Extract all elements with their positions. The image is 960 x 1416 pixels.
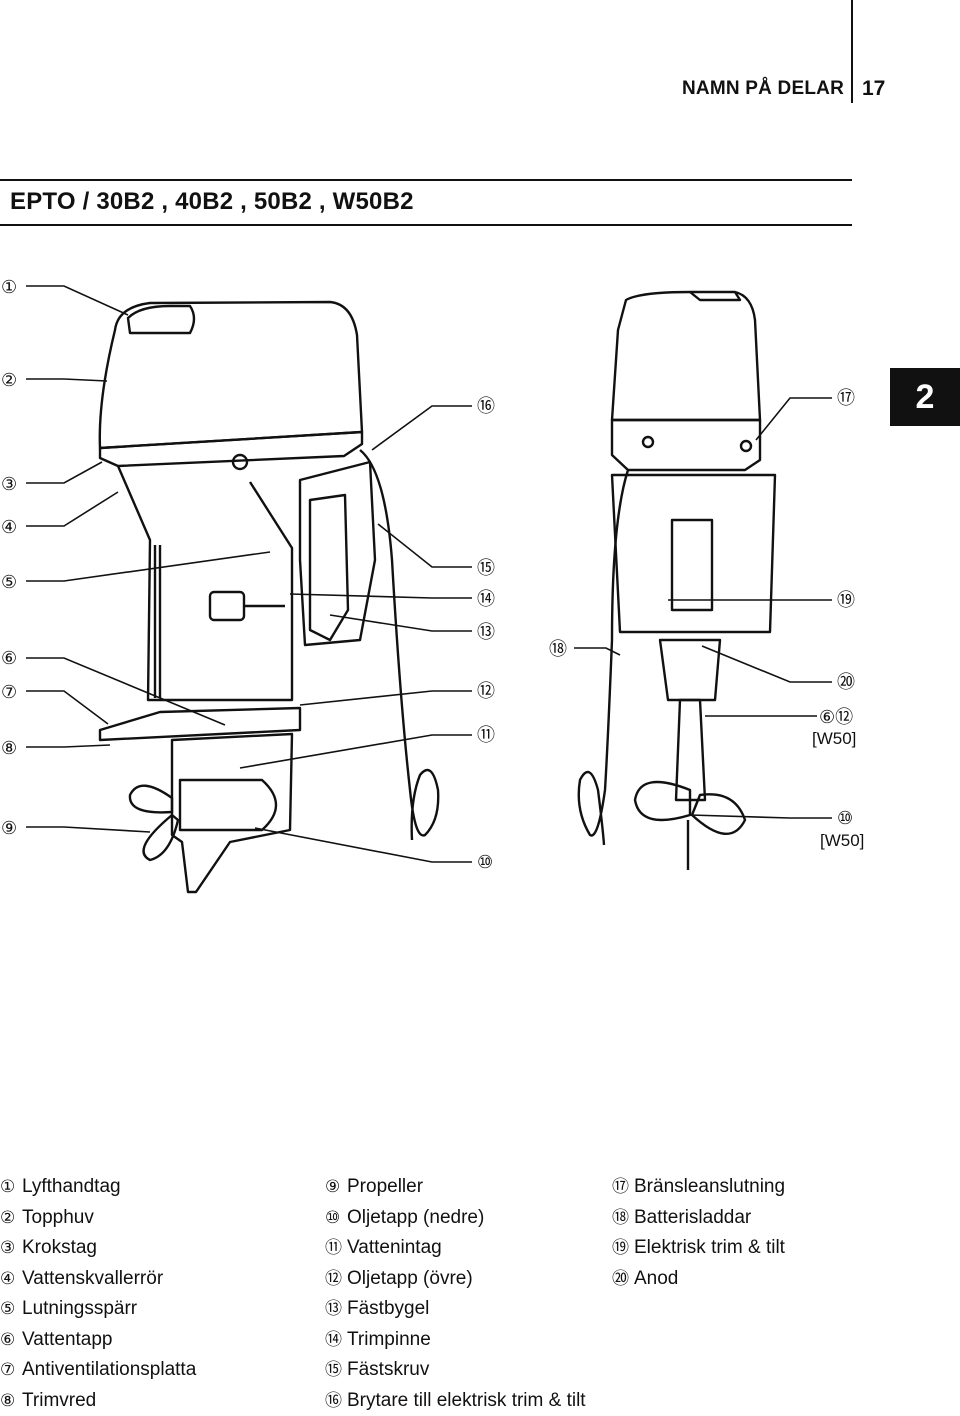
callout-13: ⑬ (477, 622, 495, 643)
callout-18: ⑱ (549, 639, 567, 660)
w50-label-lower: [W50] (820, 831, 864, 850)
callout-4: ④ (1, 517, 17, 538)
callout-11: ⑪ (477, 725, 495, 746)
callout-19: ⑲ (837, 590, 855, 611)
callout-7: ⑦ (1, 682, 17, 703)
w50-label-upper: [W50] (812, 729, 856, 748)
callout-10: ⑩ (477, 852, 493, 873)
callout-10-right: ⑩ (837, 808, 853, 829)
callout-9: ⑨ (1, 818, 17, 839)
callout-16: ⑯ (477, 396, 495, 417)
callout-8: ⑧ (1, 738, 17, 759)
callout-17: ⑰ (837, 388, 855, 409)
callout-3: ③ (1, 474, 17, 495)
callout-6: ⑥ (1, 648, 17, 669)
callout-5: ⑤ (1, 572, 17, 593)
callout-15: ⑮ (477, 558, 495, 579)
callout-14: ⑭ (477, 589, 495, 610)
callout-20: ⑳ (837, 672, 855, 693)
callout-12: ⑫ (477, 681, 495, 702)
callout-2: ② (1, 370, 17, 391)
callout-1: ① (1, 277, 17, 298)
callout-6-12: ⑥⑫ (819, 707, 853, 728)
